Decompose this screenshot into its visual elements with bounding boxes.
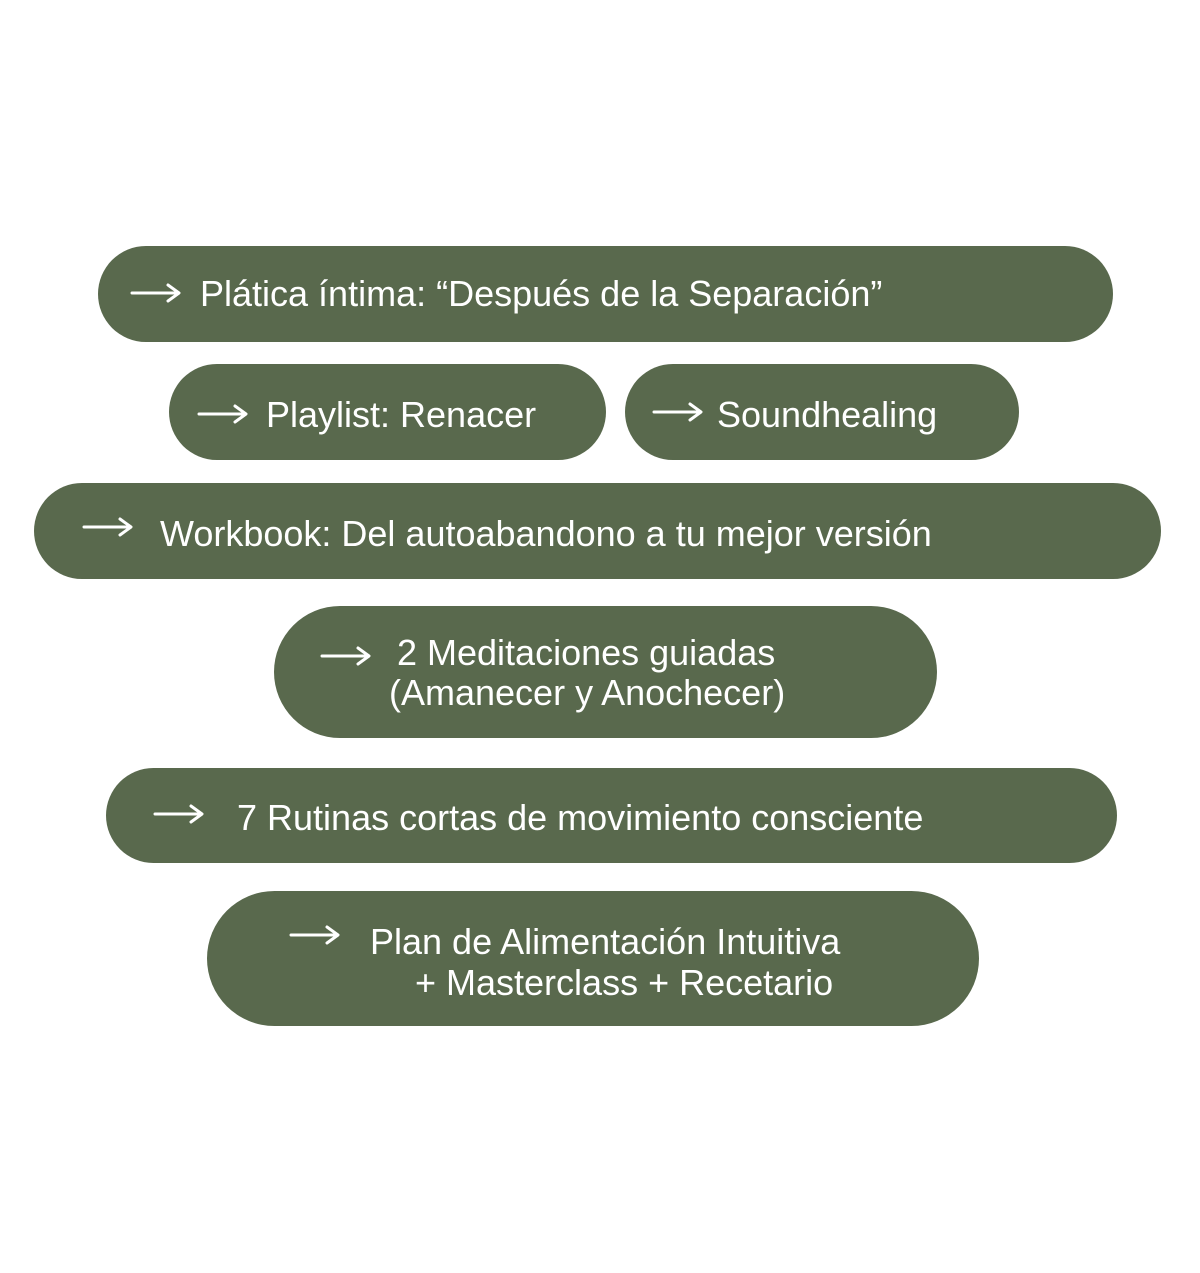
arrow-right-icon: [289, 925, 341, 945]
item-line-2: (Amanecer y Anochecer): [389, 672, 786, 713]
arrow-right-icon: [652, 402, 704, 422]
item-line-2: + Masterclass + Recetario: [415, 962, 834, 1003]
item-rutinas: 7 Rutinas cortas de movimiento conscient…: [106, 768, 1117, 863]
item-label: Soundhealing: [717, 394, 938, 435]
item-label: Playlist: Renacer: [266, 394, 537, 435]
item-label: Workbook: Del autoabandono a tu mejor ve…: [160, 513, 932, 554]
arrow-right-icon: [197, 404, 249, 424]
arrow-right-icon: [130, 283, 182, 303]
item-soundhealing: Soundhealing: [625, 364, 1019, 460]
arrow-right-icon: [82, 517, 134, 537]
arrow-right-icon: [320, 646, 372, 666]
item-line-1: Plan de Alimentación Intuitiva: [370, 921, 841, 962]
item-label: Plática íntima: “Después de la Separació…: [200, 273, 883, 314]
item-workbook: Workbook: Del autoabandono a tu mejor ve…: [34, 483, 1161, 579]
item-plan-alimentacion: Plan de Alimentación Intuitiva + Masterc…: [207, 891, 979, 1026]
item-line-1: 2 Meditaciones guiadas: [397, 632, 776, 673]
arrow-right-icon: [153, 804, 205, 824]
item-meditaciones: 2 Meditaciones guiadas (Amanecer y Anoch…: [274, 606, 937, 738]
item-label: 7 Rutinas cortas de movimiento conscient…: [237, 797, 924, 838]
item-platica-intima: Plática íntima: “Después de la Separació…: [98, 246, 1113, 342]
item-playlist: Playlist: Renacer: [169, 364, 606, 460]
